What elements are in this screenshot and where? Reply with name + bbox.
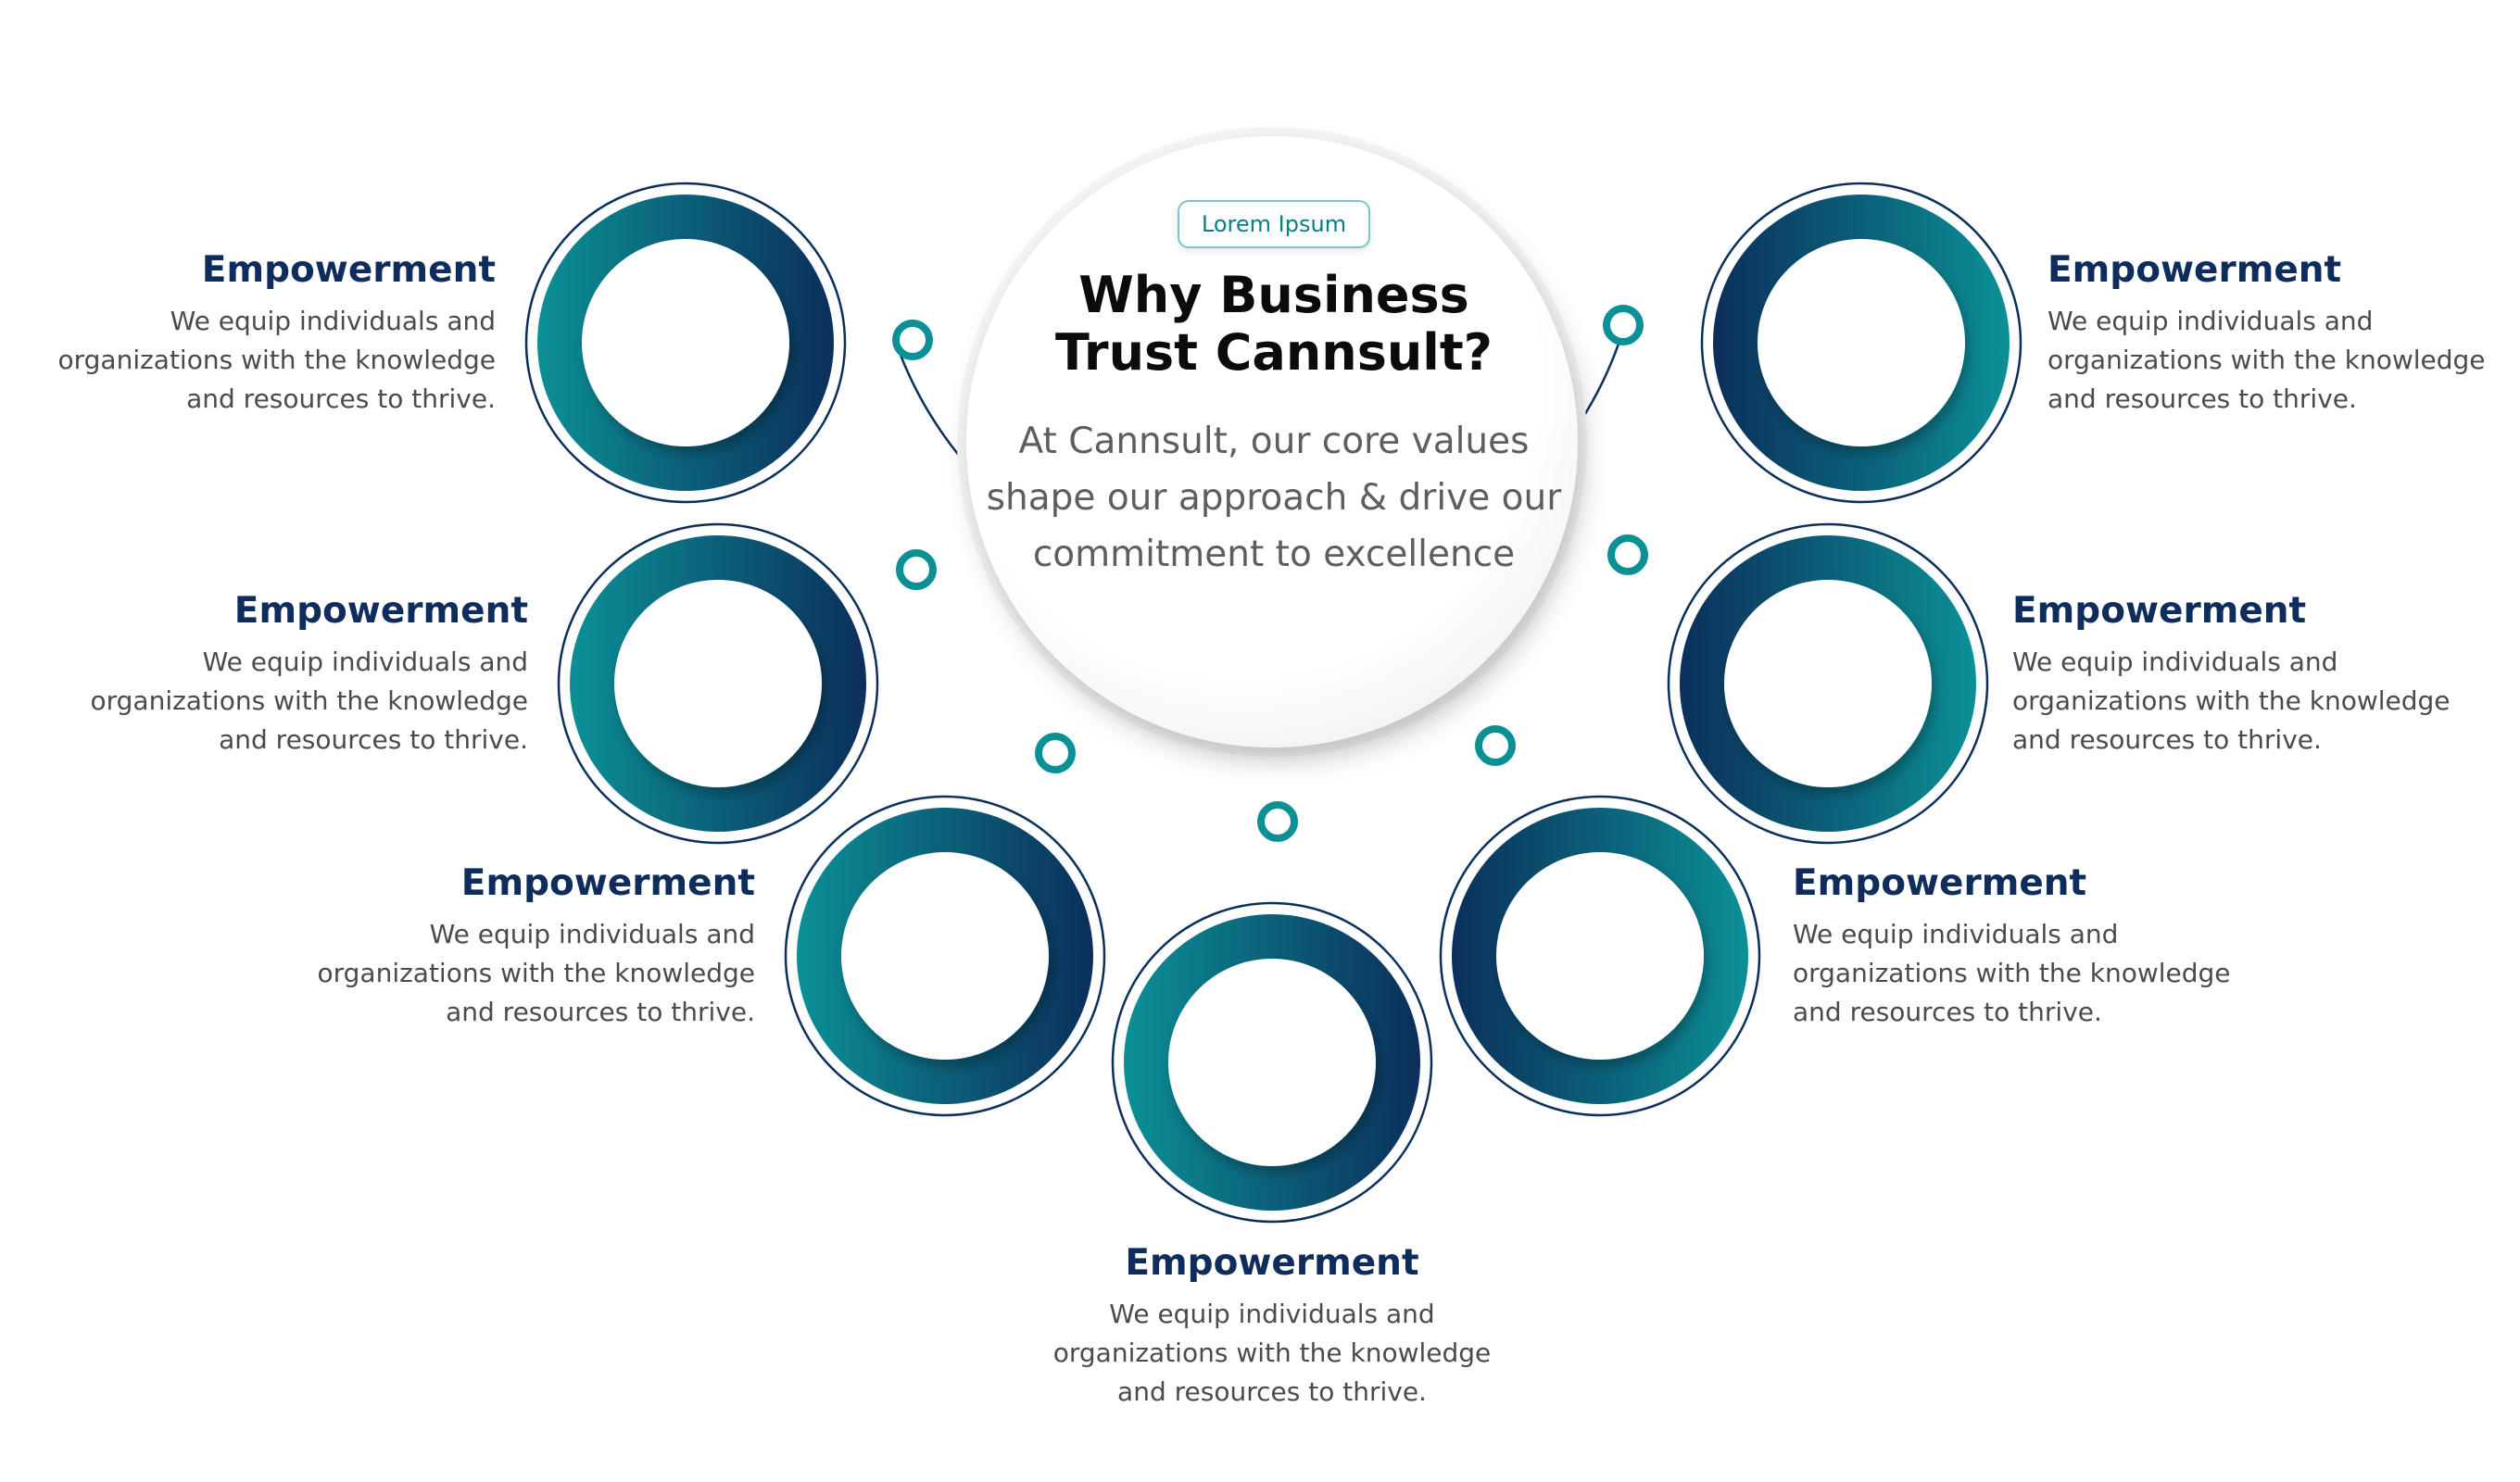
value-ring-3 bbox=[784, 795, 1106, 1117]
value-ring-5 bbox=[1439, 795, 1761, 1117]
value-ring-4 bbox=[1111, 901, 1433, 1224]
arc-node bbox=[1257, 801, 1298, 842]
value-text: We equip individuals and organizations w… bbox=[57, 306, 496, 414]
hub-circle bbox=[957, 127, 1587, 757]
value-ring-6 bbox=[1667, 522, 1989, 845]
value-text: We equip individuals and organizations w… bbox=[1052, 1299, 1492, 1407]
hub-title: Why Business Trust Cannsult? bbox=[982, 267, 1566, 382]
arc-node bbox=[1603, 305, 1644, 345]
value-title: Empowerment bbox=[1125, 1242, 1419, 1284]
value-label-4: Empowerment We equip individuals and org… bbox=[1031, 1241, 1513, 1412]
value-label-1: Empowerment We equip individuals and org… bbox=[14, 248, 496, 419]
value-title: Empowerment bbox=[1793, 862, 2087, 904]
hub-description: At Cannsult, our core values shape our a… bbox=[986, 421, 1562, 575]
value-ring-7 bbox=[1700, 182, 2022, 504]
value-ring-2 bbox=[557, 522, 879, 845]
value-text: We equip individuals and organizations w… bbox=[2012, 647, 2451, 755]
arc-node bbox=[896, 549, 937, 590]
hub-title-line-1: Why Business bbox=[1078, 266, 1469, 324]
value-title: Empowerment bbox=[2048, 249, 2342, 291]
hub-content: Lorem Ipsum Why Business Trust Cannsult?… bbox=[982, 200, 1566, 583]
value-title: Empowerment bbox=[201, 249, 496, 291]
value-text: We equip individuals and organizations w… bbox=[2048, 306, 2486, 414]
value-label-6: Empowerment We equip individuals and org… bbox=[2012, 589, 2494, 760]
value-text: We equip individuals and organizations w… bbox=[317, 919, 755, 1027]
arc-node bbox=[1475, 725, 1516, 766]
arc-nodes bbox=[892, 305, 1648, 842]
value-ring-1 bbox=[524, 182, 847, 504]
value-text: We equip individuals and organizations w… bbox=[1793, 919, 2231, 1027]
value-label-2: Empowerment We equip individuals and org… bbox=[46, 589, 528, 760]
hub-badge: Lorem Ipsum bbox=[1177, 200, 1371, 248]
arc-node bbox=[892, 320, 933, 360]
value-label-3: Empowerment We equip individuals and org… bbox=[273, 861, 755, 1032]
value-text: We equip individuals and organizations w… bbox=[90, 647, 528, 755]
value-title: Empowerment bbox=[233, 590, 528, 632]
value-label-7: Empowerment We equip individuals and org… bbox=[2048, 248, 2520, 419]
value-label-5: Empowerment We equip individuals and org… bbox=[1793, 861, 2274, 1032]
arc-node bbox=[1035, 733, 1076, 773]
arc-node bbox=[1607, 534, 1648, 575]
value-title: Empowerment bbox=[2012, 590, 2307, 632]
value-title: Empowerment bbox=[460, 862, 755, 904]
hub-title-line-2: Trust Cannsult? bbox=[1055, 323, 1493, 382]
